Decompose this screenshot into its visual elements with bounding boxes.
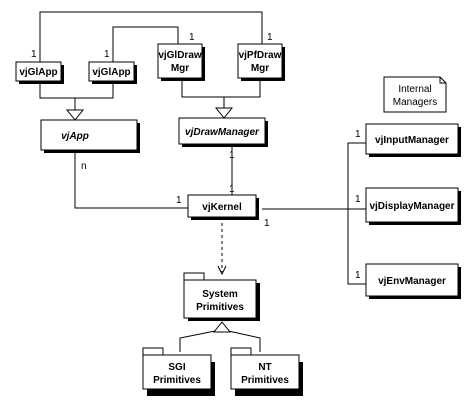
assoc-vjapp-vjkernel (74, 153, 188, 209)
package-system-primitives[interactable]: System Primitives (183, 272, 260, 321)
gen-gldraw-drawmgr (181, 78, 225, 110)
gen-glapp1-vjapp (39, 81, 76, 112)
assoc-vertical-managers (347, 142, 366, 285)
class-vjkernel[interactable]: vjKernel (187, 194, 259, 220)
class-vjglapp-1-label: vjGlApp (19, 67, 57, 78)
package-sgi-primitives-line2: Primitives (153, 375, 201, 386)
link-glapp2-gldraw (112, 26, 179, 62)
class-vjpfdraw-mgr-line2: Mgr (251, 63, 269, 74)
mult-pfdraw: 1 (267, 32, 273, 43)
package-system-primitives-line2: Primitives (196, 302, 244, 313)
mult-vjapp-n: n (81, 161, 87, 172)
mult-gldraw: 1 (189, 32, 195, 43)
note-line1: Internal (398, 84, 431, 95)
class-vjpfdraw-mgr[interactable]: vjPfDraw Mgr (237, 43, 285, 81)
note-line2: Managers (393, 97, 437, 108)
generalization-arrow-vjapp (65, 109, 85, 121)
mult-glapp1: 1 (31, 49, 37, 60)
class-vjdisplaymanager[interactable]: vjDisplayManager (365, 187, 461, 225)
package-nt-primitives-line2: Primitives (241, 375, 289, 386)
mult-glapp2: 1 (104, 49, 110, 60)
package-system-primitives-line1: System (202, 289, 238, 300)
class-vjapp[interactable]: vjApp (40, 119, 140, 153)
class-vjglapp-2[interactable]: vjGlApp (88, 61, 137, 84)
class-vjgldraw-mgr[interactable]: vjGlDraw Mgr (157, 43, 205, 81)
class-vjinputmanager[interactable]: vjInputManager (365, 123, 461, 157)
class-vjpfdraw-mgr-line1: vjPfDraw (239, 50, 282, 61)
class-vjapp-label: vjApp (61, 131, 89, 142)
mult-inputmanager: 1 (355, 129, 361, 140)
mult-drawmanager: 1 (229, 150, 235, 161)
mult-kernel-left: 1 (176, 195, 182, 206)
gen-pfdraw-drawmgr (224, 78, 261, 98)
gen-nt-system (223, 329, 261, 352)
class-vjkernel-label: vjKernel (202, 202, 242, 213)
package-nt-primitives-line1: NT (258, 362, 271, 373)
class-vjglapp-2-label: vjGlApp (92, 67, 130, 78)
note-internal-managers: Internal Managers (383, 76, 447, 113)
generalization-arrow-drawmanager (214, 107, 234, 119)
class-vjdrawmanager-label: vjDrawManager (185, 127, 260, 138)
package-sgi-primitives-line1: SGI (168, 362, 185, 373)
gen-sgi-system (179, 329, 221, 352)
dependency-arrowhead (217, 265, 227, 276)
link-glapp1-pfdraw (39, 11, 263, 62)
class-vjenvmanager-label: vjEnvManager (378, 276, 446, 287)
class-vjenvmanager[interactable]: vjEnvManager (365, 263, 461, 299)
mult-kernel-right: 1 (264, 218, 270, 229)
mult-kernel-top: 1 (229, 184, 235, 195)
package-nt-primitives[interactable]: NT Primitives (230, 347, 303, 396)
mult-envmanager: 1 (355, 270, 361, 281)
class-vjdrawmanager[interactable]: vjDrawManager (178, 117, 268, 147)
class-vjinputmanager-label: vjInputManager (375, 135, 449, 146)
generalization-arrow-system (212, 321, 232, 333)
class-vjgldraw-mgr-line2: Mgr (171, 63, 189, 74)
class-vjglapp-1[interactable]: vjGlApp (15, 61, 64, 84)
class-vjgldraw-mgr-line1: vjGlDraw (158, 50, 202, 61)
package-sgi-primitives[interactable]: SGI Primitives (142, 347, 215, 396)
mult-displaymanager: 1 (355, 194, 361, 205)
class-vjdisplaymanager-label: vjDisplayManager (369, 201, 454, 212)
gen-glapp2-vjapp (75, 81, 114, 99)
